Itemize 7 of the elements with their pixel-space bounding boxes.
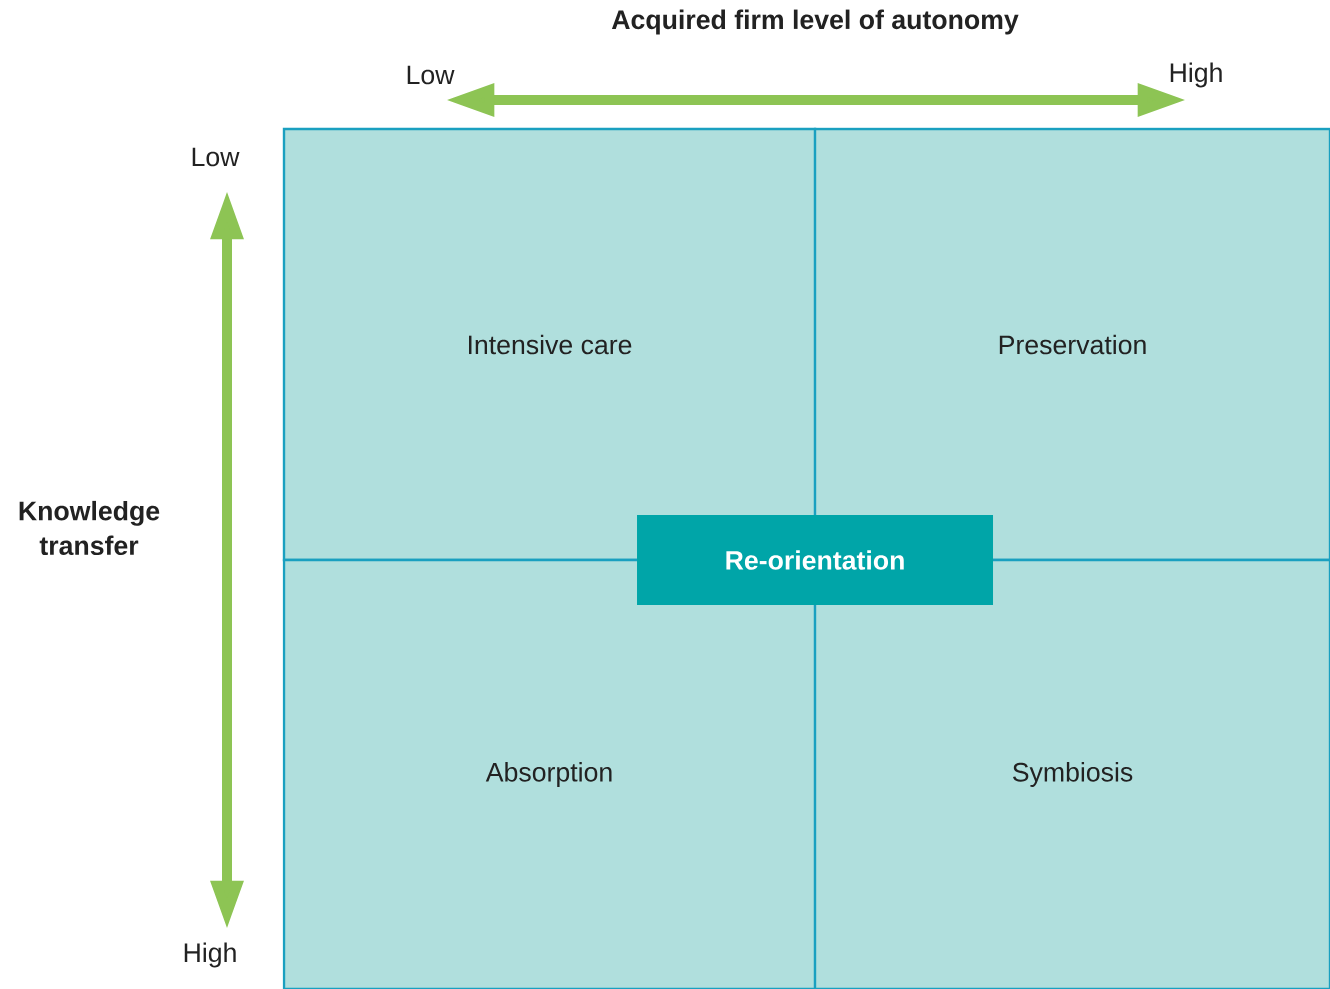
axis-title: Knowledge transfer xyxy=(19,500,160,556)
axis-label: High xyxy=(184,942,236,968)
axis-label: Low xyxy=(407,65,455,85)
axis-label: Low xyxy=(192,147,240,167)
axis-label: High xyxy=(1170,62,1222,88)
center-box: Re-orientation xyxy=(637,515,993,605)
axis-title: Acquired firm level of autonomy xyxy=(611,9,1019,35)
